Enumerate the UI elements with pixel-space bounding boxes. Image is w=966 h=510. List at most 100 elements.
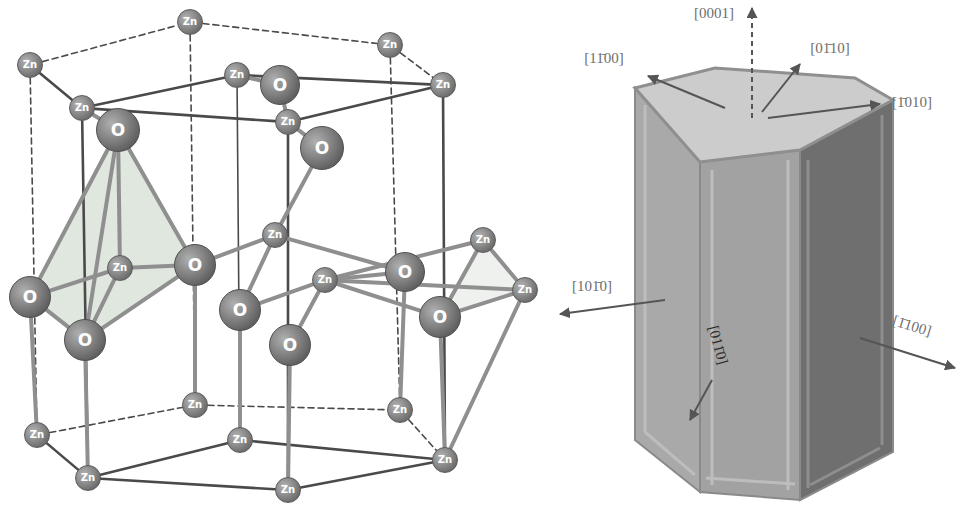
cell-edge — [301, 88, 431, 119]
zinc-atom: Zn — [227, 427, 253, 453]
cell-edge — [95, 78, 225, 106]
bond-line — [460, 294, 513, 311]
bond-line — [85, 361, 87, 465]
zinc-atom: Zn — [182, 392, 208, 418]
zinc-atom: Zn — [430, 72, 456, 98]
atom-symbol: Zn — [188, 400, 202, 410]
bond-line — [249, 247, 270, 291]
prism-frame — [808, 115, 882, 488]
bond-line — [491, 250, 516, 280]
atom-symbol: Zn — [393, 405, 407, 415]
atom-symbol: Zn — [268, 230, 282, 240]
zinc-atom: Zn — [377, 32, 403, 58]
atom-symbol: Zn — [318, 275, 332, 285]
bond-line — [50, 272, 108, 291]
cell-edge — [203, 23, 377, 43]
zinc-atom: Zn — [75, 465, 101, 491]
oxygen-atom: O — [9, 276, 51, 318]
atom-symbol: O — [188, 257, 202, 274]
bond-line — [441, 338, 445, 447]
zinc-atom: Zn — [512, 277, 538, 303]
atom-symbol: Zn — [281, 117, 295, 127]
zinc-atom: Zn — [24, 422, 50, 448]
zinc-atom: Zn — [17, 52, 43, 78]
prism-top — [635, 68, 893, 162]
cell-edge — [101, 443, 228, 475]
atom-symbol: Zn — [81, 473, 95, 483]
cell-edge — [390, 58, 399, 397]
zinc-atom: Zn — [262, 222, 288, 248]
cell-edge — [30, 78, 37, 422]
oxygen-atom: O — [269, 324, 311, 366]
atom-symbol: O — [273, 77, 287, 94]
bond-line — [288, 239, 386, 267]
direction-label: [011̄0] — [705, 324, 731, 366]
zinc-atom: Zn — [224, 62, 250, 88]
atom-symbol: O — [398, 264, 412, 281]
cell-edge — [43, 25, 178, 61]
cell-edge — [253, 441, 432, 458]
shaded-tetrahedron — [30, 130, 195, 340]
bond-line — [451, 302, 520, 448]
atom-symbol: Zn — [518, 285, 532, 295]
atom-symbol: O — [23, 289, 37, 306]
bond-line — [129, 149, 185, 247]
bond-line — [288, 366, 290, 477]
cell-edge — [50, 407, 182, 432]
prism-face — [800, 100, 893, 500]
atom-symbol: Zn — [438, 455, 452, 465]
atom-symbol: Zn — [233, 435, 247, 445]
direction-label: [11̄00] — [584, 50, 623, 67]
cell-edge — [400, 53, 432, 77]
zinc-atom: Zn — [470, 227, 496, 253]
direction-label: [101̄0] — [572, 278, 612, 295]
direction-label: [1̄010] — [892, 94, 932, 111]
atom-symbol: O — [315, 140, 329, 157]
zinc-atom: Zn — [275, 109, 301, 135]
cell-edge — [208, 405, 387, 409]
bond-line — [238, 331, 242, 427]
bond-line — [450, 251, 476, 298]
atom-symbol: O — [111, 122, 125, 139]
bond-line — [400, 292, 404, 397]
bond-line — [94, 280, 114, 321]
oxygen-atom: O — [419, 296, 461, 338]
zinc-atom: Zn — [312, 267, 338, 293]
atom-symbol: Zn — [230, 70, 244, 80]
zinc-atom: Zn — [432, 447, 458, 473]
atom-symbol: Zn — [75, 103, 89, 113]
direction-label: [1̄100] — [891, 312, 934, 339]
atom-symbol: Zn — [30, 430, 44, 440]
atom-symbol: Zn — [476, 235, 490, 245]
bond-line — [281, 167, 311, 223]
prism-face — [700, 150, 800, 500]
oxygen-atom: O — [260, 65, 300, 105]
oxygen-atom: O — [96, 108, 140, 152]
zinc-atom: Zn — [275, 477, 301, 503]
atom-symbol: Zn — [183, 17, 197, 27]
zinc-atom: Zn — [69, 95, 95, 121]
bond-line — [31, 318, 36, 422]
cell-edge — [101, 479, 275, 489]
bond-line — [260, 284, 313, 303]
atom-symbol: Zn — [383, 40, 397, 50]
zinc-atom: Zn — [107, 255, 133, 281]
cell-edge — [47, 443, 78, 469]
cell-edge — [237, 88, 240, 427]
oxygen-atom: O — [219, 289, 261, 331]
atom-symbol: Zn — [113, 263, 127, 273]
bond-line — [338, 281, 512, 290]
cell-edge — [409, 420, 437, 451]
bond-line — [250, 78, 261, 81]
atom-symbol: O — [78, 332, 92, 349]
cell-edge — [190, 35, 195, 392]
oxygen-atom: O — [64, 319, 106, 361]
zinc-atom: Zn — [177, 9, 203, 35]
bond-line — [300, 291, 319, 326]
atom-symbol: Zn — [281, 485, 295, 495]
bond-line — [47, 310, 69, 327]
cell-edge — [82, 121, 88, 465]
